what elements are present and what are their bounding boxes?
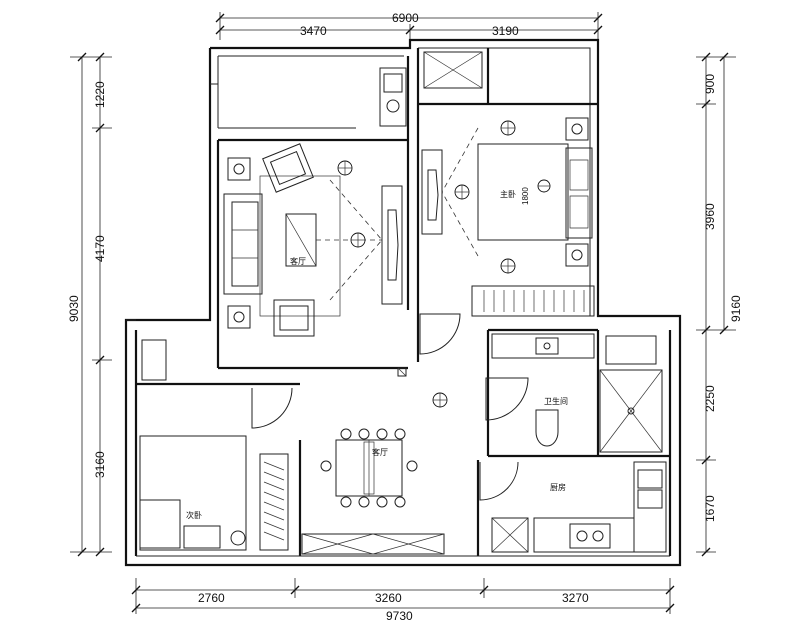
second-bedroom-label: 次卧 — [186, 510, 202, 520]
dimension-top: 6900 3470 3190 — [215, 11, 603, 40]
bathroom-label: 卫生间 — [544, 396, 568, 406]
view-marker-icon — [500, 120, 516, 136]
dim-right-top: 900 — [703, 74, 717, 94]
dim-right-bottom: 1670 — [703, 495, 717, 522]
dimension-left: 9030 1220 4170 3160 — [67, 52, 112, 557]
dim-left-total: 9030 — [67, 295, 81, 322]
bathroom: 卫生间 — [491, 333, 595, 447]
kitchen: 厨房 — [533, 461, 667, 553]
dim-left-mid: 4170 — [93, 235, 107, 262]
master-bedroom-label: 主卧 — [500, 189, 516, 199]
dimension-bottom: 2760 3260 3270 9730 — [131, 578, 675, 623]
dim-top-right: 3190 — [492, 24, 519, 38]
dim-bottom-mid: 3260 — [375, 591, 402, 605]
master-bedroom: 主卧 1800 — [421, 117, 595, 317]
top-balcony — [379, 67, 407, 127]
dining-area: 客厅 — [301, 428, 445, 555]
view-marker-icon — [337, 160, 353, 176]
dining-label: 客厅 — [372, 447, 388, 457]
dimension-right: 900 3960 9160 2250 1670 — [696, 52, 743, 557]
dim-bottom-left: 2760 — [198, 591, 225, 605]
living-room: 客厅 — [223, 143, 403, 337]
bed-size-label: 1800 — [521, 187, 530, 205]
view-marker-icon — [454, 184, 470, 200]
dim-top-total: 6900 — [392, 11, 419, 25]
kitchen-label: 厨房 — [550, 482, 566, 492]
dim-right-total: 9160 — [729, 295, 743, 322]
doors — [251, 313, 529, 501]
view-marker-icons — [337, 120, 551, 408]
walls — [124, 38, 682, 567]
dim-right-mid: 3960 — [703, 203, 717, 230]
windows — [141, 51, 663, 553]
dim-top-left: 3470 — [300, 24, 327, 38]
dim-left-top: 1220 — [93, 81, 107, 108]
view-marker-icon — [537, 179, 551, 193]
view-marker-icon — [432, 392, 448, 408]
view-marker-icon — [350, 232, 366, 248]
living-room-label: 客厅 — [290, 256, 306, 266]
dim-left-bottom: 3160 — [93, 451, 107, 478]
view-marker-icon — [500, 258, 516, 274]
second-bedroom: 次卧 — [139, 435, 289, 551]
dim-bottom-total: 9730 — [386, 609, 413, 623]
dim-right-low: 2250 — [703, 385, 717, 412]
dim-bottom-right: 3270 — [562, 591, 589, 605]
